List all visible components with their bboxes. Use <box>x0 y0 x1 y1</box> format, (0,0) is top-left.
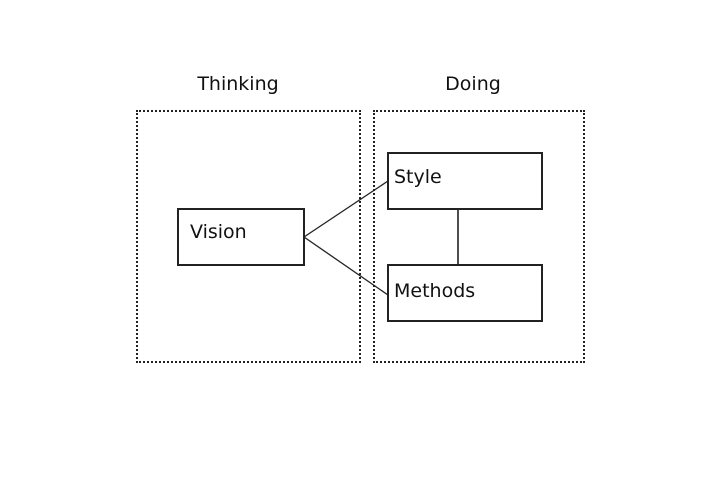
node-methods <box>387 264 543 322</box>
group-frame-thinking <box>136 110 361 363</box>
group-label-thinking: Thinking <box>197 73 279 95</box>
node-style-label: Style <box>394 166 442 188</box>
group-label-doing: Doing <box>445 73 501 95</box>
node-methods-label: Methods <box>394 280 476 302</box>
node-style <box>387 152 543 210</box>
node-vision <box>177 208 305 266</box>
node-vision-label: Vision <box>190 221 247 243</box>
group-frame-doing <box>373 110 585 363</box>
